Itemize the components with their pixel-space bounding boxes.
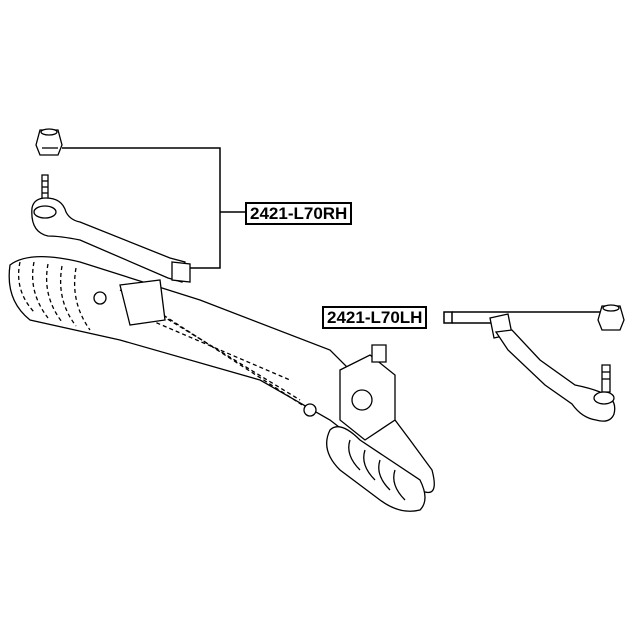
part-label-lh: 2421-L70LH (322, 306, 428, 329)
leader-lines-rh (62, 147, 245, 269)
leader-lines-lh (443, 311, 605, 324)
nut-rh (35, 128, 63, 156)
tie-rod-end-lh (489, 313, 616, 422)
tie-rod-end-rh (31, 174, 191, 283)
nut-lh (597, 304, 625, 331)
part-label-rh: 2421-L70RH (245, 202, 353, 225)
steering-rack (8, 256, 435, 512)
